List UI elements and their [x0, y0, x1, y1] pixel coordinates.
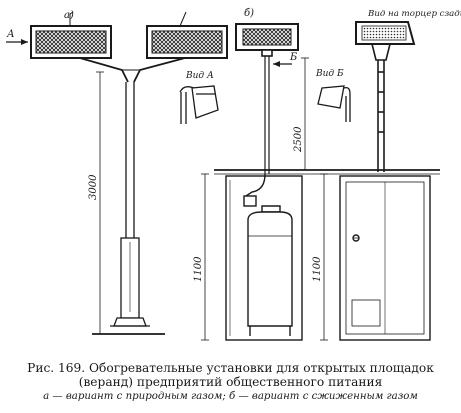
- dimension-3000-label: 3000: [88, 174, 99, 200]
- dimension-1100-left-label: 1100: [193, 256, 204, 282]
- suspension-hook-right: [179, 11, 187, 27]
- dimension-base-left: [201, 173, 209, 341]
- dimension-wall-height: [301, 57, 309, 171]
- end-view-burner: [355, 21, 416, 172]
- arrow-a-label: А: [6, 29, 15, 40]
- dimension-2500-label: 2500: [293, 126, 304, 153]
- view-b-label: Вид Б: [315, 69, 344, 79]
- dimension-1100-right-label: 1100: [312, 256, 323, 282]
- figure-caption-legend: а — вариант с природным газом; б — вариа…: [43, 391, 418, 402]
- view-a-detail: [179, 85, 219, 124]
- veranda-cabinet-right: [339, 175, 431, 341]
- variant-b-burner: [235, 23, 299, 57]
- view-b-detail: [317, 85, 351, 122]
- view-arrow-a: А: [6, 29, 28, 45]
- arrow-b-label: Б: [289, 52, 298, 63]
- dimension-pole-height: [96, 71, 104, 335]
- view-a-label: Вид А: [185, 71, 214, 81]
- heating-installations-drawing: А а) 3000 Вид А б) Б: [6, 8, 461, 341]
- gas-cylinder: [243, 173, 293, 336]
- dimension-base-right: [320, 173, 328, 341]
- view-arrow-b: Б: [273, 52, 298, 67]
- variant-b-gas-pipe: [264, 56, 270, 174]
- figure-caption-line2: (веранд) предприятий общественного питан…: [78, 375, 383, 389]
- variant-a-pole-assembly: [30, 25, 228, 335]
- variant-b-label: б): [244, 8, 254, 19]
- end-view-label: Вид на торцер сзади: [367, 9, 461, 19]
- figure-caption-line1: Рис. 169. Обогревательные установки для …: [27, 361, 434, 375]
- right-infrared-burner: [146, 25, 228, 59]
- variant-a-label: а): [64, 10, 74, 21]
- suspension-hook-left: [69, 11, 74, 26]
- left-infrared-burner: [30, 25, 112, 59]
